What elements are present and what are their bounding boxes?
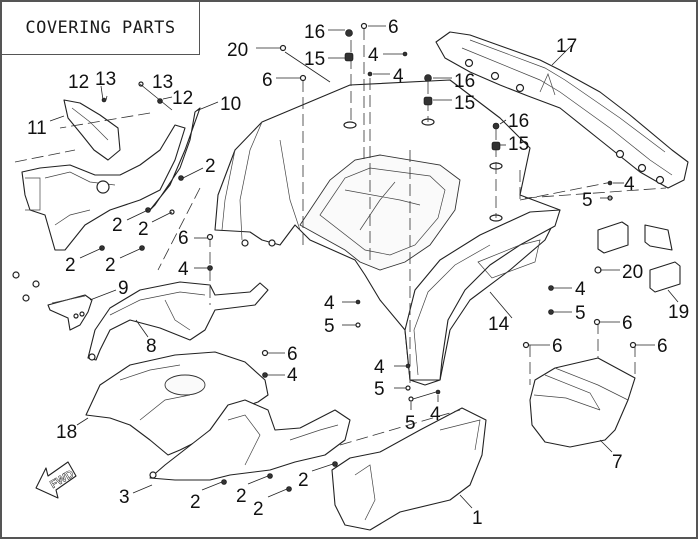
callout-8: 8 <box>146 336 157 357</box>
callout-2: 2 <box>253 499 264 520</box>
screw-icon <box>12 271 40 302</box>
callout-11: 11 <box>27 118 47 139</box>
callout-10: 10 <box>220 94 241 115</box>
callout-2: 2 <box>298 470 309 491</box>
part-rear-fender-body <box>214 79 561 386</box>
diagram-title: COVERING PARTS <box>2 2 200 55</box>
callout-13: 13 <box>95 69 116 90</box>
callout-19: 19 <box>668 302 689 323</box>
fwd-direction-arrow: FWD <box>35 461 77 499</box>
callout-15: 15 <box>508 134 529 155</box>
callout-2: 2 <box>65 255 76 276</box>
fwd-label: FWD <box>48 468 76 491</box>
callout-15: 15 <box>454 93 475 114</box>
part-1-right-panel <box>331 407 487 531</box>
part-11-bracket <box>63 99 121 161</box>
callout-6: 6 <box>622 313 633 334</box>
part-19-foam-pads <box>597 221 681 293</box>
assembly-lines <box>14 28 667 446</box>
callout-16: 16 <box>454 71 475 92</box>
callout-4: 4 <box>624 174 635 195</box>
callout-6: 6 <box>657 336 668 357</box>
callout-2: 2 <box>190 492 201 513</box>
callout-13: 13 <box>152 72 173 93</box>
callout-2: 2 <box>236 486 247 507</box>
part-3-front-side-panel <box>149 399 351 481</box>
callout-2: 2 <box>205 156 216 177</box>
callout-4: 4 <box>287 365 298 386</box>
part-8-front-trim <box>87 281 269 361</box>
callout-4: 4 <box>430 404 441 425</box>
callout-12: 12 <box>172 88 193 109</box>
callout-4: 4 <box>393 66 404 87</box>
callout-6: 6 <box>552 336 563 357</box>
callout-2: 2 <box>138 219 149 240</box>
callout-2: 2 <box>105 255 116 276</box>
part-9-switch-panel <box>12 271 93 331</box>
callout-20: 20 <box>227 40 248 61</box>
callout-16: 16 <box>304 22 325 43</box>
callout-1: 1 <box>472 508 483 529</box>
callout-5: 5 <box>324 316 335 337</box>
callout-4: 4 <box>368 45 379 66</box>
callout-6: 6 <box>178 228 189 249</box>
callout-2: 2 <box>112 215 123 236</box>
callout-6: 6 <box>287 344 298 365</box>
callout-12: 12 <box>68 72 89 93</box>
callout-4: 4 <box>324 293 335 314</box>
callout-labels: 20 16 6 15 4 4 17 6 16 15 12 13 13 12 10… <box>27 17 689 529</box>
callout-5: 5 <box>582 190 593 211</box>
leader-lines <box>49 25 679 509</box>
callout-6: 6 <box>388 17 399 38</box>
callout-3: 3 <box>119 487 130 508</box>
callout-7: 7 <box>612 452 623 473</box>
part-7-battery-box <box>529 357 636 448</box>
callout-15: 15 <box>304 49 325 70</box>
callout-5: 5 <box>374 379 385 400</box>
callout-4: 4 <box>374 357 385 378</box>
callout-17: 17 <box>556 36 577 57</box>
callout-5: 5 <box>405 413 416 434</box>
part-17-rear-rack <box>435 31 689 189</box>
callout-16: 16 <box>508 111 529 132</box>
callout-20: 20 <box>622 262 643 283</box>
callout-4: 4 <box>178 259 189 280</box>
callout-18: 18 <box>56 422 77 443</box>
callout-4: 4 <box>575 279 586 300</box>
callout-9: 9 <box>118 278 129 299</box>
part-left-side-panel <box>21 124 186 251</box>
callout-14: 14 <box>488 314 510 335</box>
callout-6: 6 <box>262 70 273 91</box>
callout-5: 5 <box>575 303 586 324</box>
